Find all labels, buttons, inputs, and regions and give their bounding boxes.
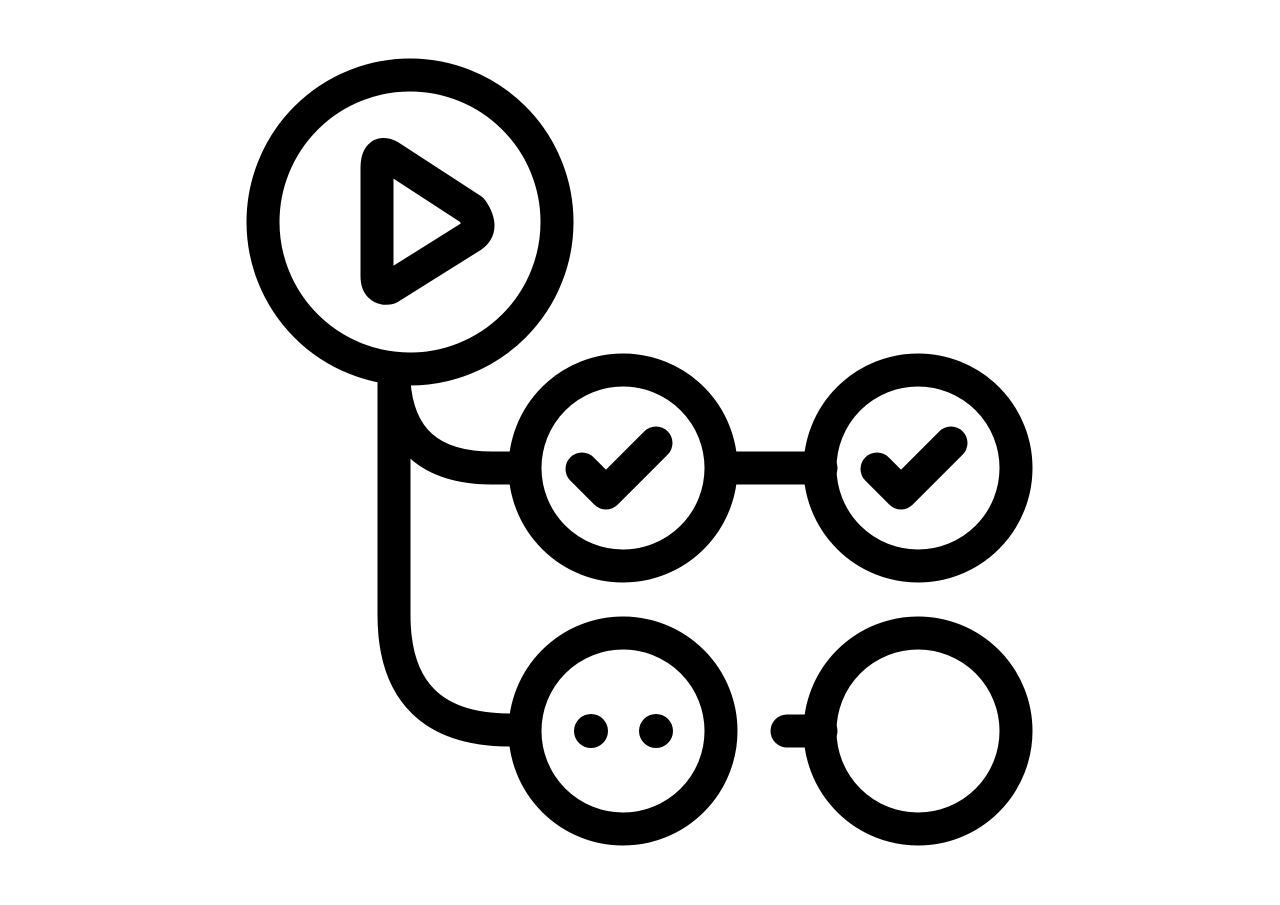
step-node-4 (803, 616, 1033, 846)
trunk-connector (377, 365, 527, 747)
dots-icon (574, 714, 673, 748)
check-icon (565, 426, 673, 510)
step-node-2 (803, 353, 1033, 583)
dot-right (639, 714, 673, 748)
dot-left (574, 714, 608, 748)
step-node-2-circle (803, 353, 1033, 583)
step-node-1 (508, 353, 738, 583)
start-node (246, 58, 574, 386)
step-node-3-circle (508, 616, 738, 846)
branch-connector-1 (377, 365, 529, 485)
step-node-3 (508, 616, 738, 846)
start-node-circle (246, 58, 574, 386)
check-icon (860, 426, 968, 510)
step-node-4-circle (803, 616, 1033, 846)
play-icon (360, 138, 495, 305)
